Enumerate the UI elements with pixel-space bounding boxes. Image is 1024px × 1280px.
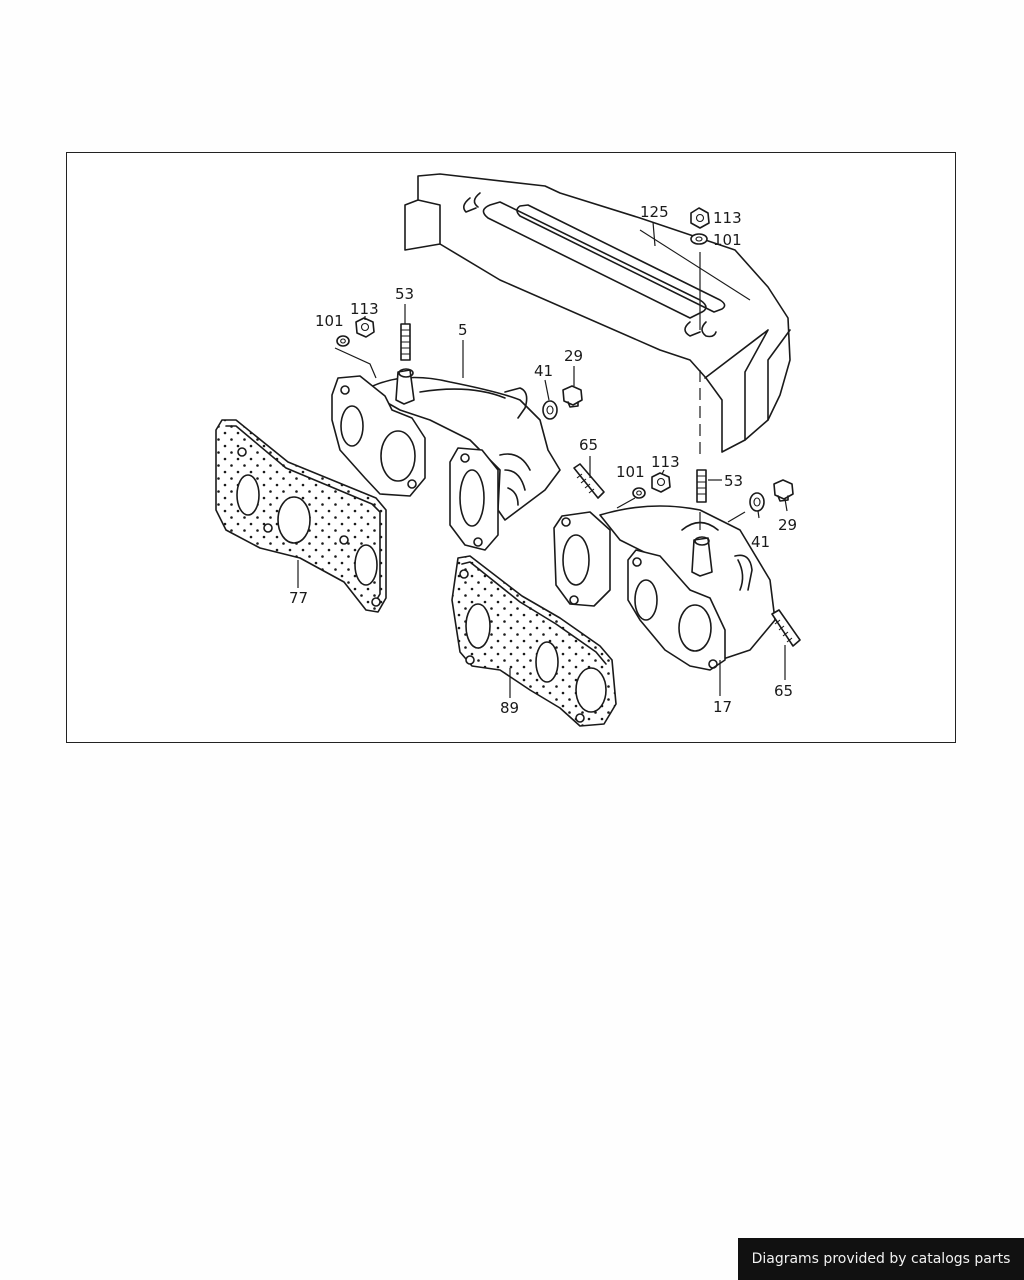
callout-5: 5 [458, 321, 468, 339]
seal-41-right-part [749, 492, 765, 512]
callout-113-left: 113 [350, 300, 379, 318]
exhaust-manifold-right-part [553, 505, 776, 671]
stud-65-left-part [573, 463, 605, 499]
callout-17: 17 [713, 698, 732, 716]
stud-65-right-part [771, 609, 801, 647]
callout-125: 125 [640, 203, 669, 221]
nut-113-right-part [651, 472, 671, 493]
callout-41-right: 41 [751, 533, 770, 551]
callout-77: 77 [289, 589, 308, 607]
plug-29-left-part [562, 385, 583, 408]
callout-53-right: 53 [724, 472, 743, 490]
callout-65-right: 65 [774, 682, 793, 700]
nut-113-left-part [355, 317, 375, 338]
callout-labels: 125 113 101 53 113 101 5 41 29 65 101 11… [289, 203, 797, 717]
callout-113-right: 113 [651, 453, 680, 471]
credit-text: Diagrams provided by catalogs parts [751, 1251, 1011, 1267]
callout-41-left: 41 [534, 362, 553, 380]
washer-101-heatshield-part [690, 233, 708, 245]
stud-53-left-part [400, 323, 411, 361]
callout-101-left: 101 [315, 312, 344, 330]
callout-101-right: 101 [616, 463, 645, 481]
callout-29-left: 29 [564, 347, 583, 365]
exhaust-manifold-left-part [331, 368, 561, 551]
callout-53-left: 53 [395, 285, 414, 303]
credit-banner: Diagrams provided by catalogs parts [738, 1238, 1024, 1280]
stud-53-right-part [696, 469, 707, 503]
plug-29-right-part [773, 479, 794, 502]
washer-101-right-part [632, 487, 646, 499]
callout-65-left: 65 [579, 436, 598, 454]
nut-113-heatshield-part [690, 207, 710, 229]
callout-89: 89 [500, 699, 519, 717]
manifold-gasket-left-part [215, 419, 387, 613]
callout-101-heatshield: 101 [713, 231, 742, 249]
leader-lines [297, 221, 788, 698]
seal-41-left-part [542, 400, 558, 420]
manifold-gasket-right-part [451, 555, 617, 727]
callout-29-right: 29 [778, 516, 797, 534]
callout-113-heatshield: 113 [713, 209, 742, 227]
washer-101-left-part [336, 335, 350, 347]
